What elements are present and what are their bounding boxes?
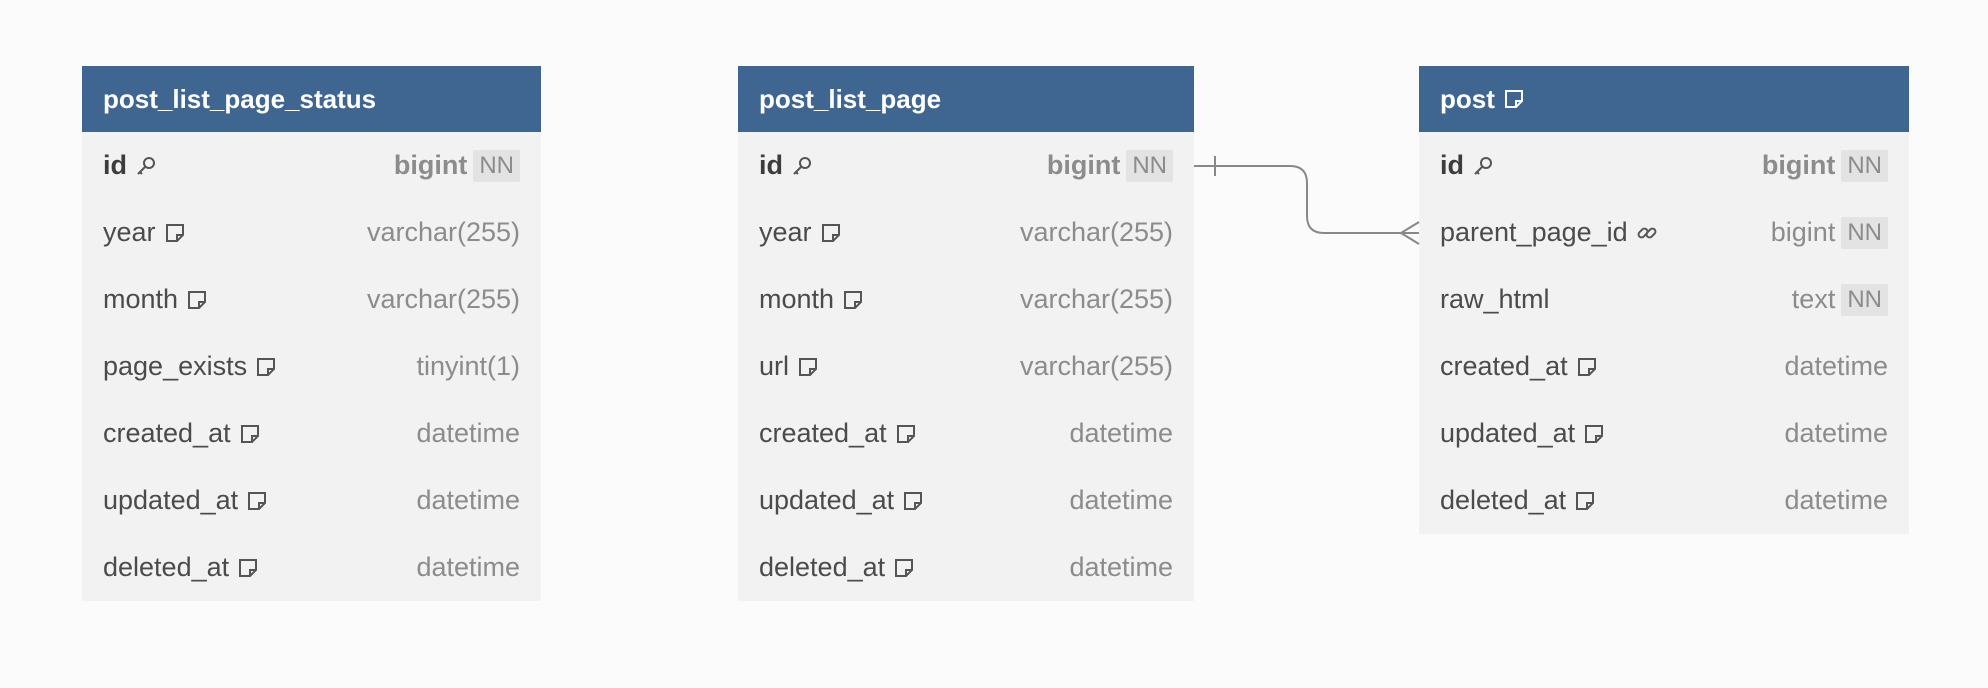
column-row[interactable]: updated_at datetime bbox=[82, 467, 541, 534]
column-type: bigint bbox=[1761, 150, 1836, 180]
column-name: year bbox=[103, 217, 156, 247]
column-row[interactable]: updated_at datetime bbox=[1419, 400, 1909, 467]
column-row[interactable]: updated_at datetime bbox=[738, 467, 1194, 534]
column-row[interactable]: year varchar(255) bbox=[738, 199, 1194, 266]
note-icon[interactable] bbox=[1574, 490, 1596, 512]
column-row[interactable]: month varchar(255) bbox=[738, 266, 1194, 333]
note-icon[interactable] bbox=[842, 289, 864, 311]
column-name: parent_page_id bbox=[1440, 217, 1628, 247]
column-row[interactable]: created_at datetime bbox=[738, 400, 1194, 467]
not-null-badge: NN bbox=[1841, 283, 1888, 316]
note-icon[interactable] bbox=[893, 557, 915, 579]
column-type: bigint bbox=[393, 150, 468, 180]
note-icon[interactable] bbox=[237, 557, 259, 579]
column-type: varchar(255) bbox=[366, 284, 520, 314]
not-null-badge: NN bbox=[473, 149, 520, 182]
table-header[interactable]: post_list_page bbox=[738, 66, 1194, 132]
column-name: deleted_at bbox=[1440, 485, 1567, 515]
column-row[interactable]: deleted_at datetime bbox=[82, 534, 541, 601]
note-icon[interactable] bbox=[895, 423, 917, 445]
column-name: updated_at bbox=[103, 485, 239, 515]
note-icon[interactable] bbox=[1583, 423, 1605, 445]
column-type: varchar(255) bbox=[366, 217, 520, 247]
column-type: datetime bbox=[416, 485, 520, 515]
column-type: datetime bbox=[416, 552, 520, 582]
column-row[interactable]: year varchar(255) bbox=[82, 199, 541, 266]
column-type: bigint bbox=[1770, 217, 1836, 247]
column-type: bigint bbox=[1046, 150, 1121, 180]
column-name: created_at bbox=[759, 418, 887, 448]
column-row[interactable]: url varchar(255) bbox=[738, 333, 1194, 400]
note-icon[interactable] bbox=[164, 222, 186, 244]
column-type: datetime bbox=[1784, 418, 1888, 448]
column-name: page_exists bbox=[103, 351, 248, 381]
column-type: datetime bbox=[1784, 351, 1888, 381]
note-icon[interactable] bbox=[239, 423, 261, 445]
column-row[interactable]: deleted_at datetime bbox=[1419, 467, 1909, 534]
column-name: id bbox=[759, 150, 783, 180]
note-icon[interactable] bbox=[255, 356, 277, 378]
link-icon bbox=[1636, 222, 1658, 244]
column-name: year bbox=[759, 217, 812, 247]
note-icon[interactable] bbox=[246, 490, 268, 512]
table-name: post bbox=[1440, 83, 1495, 114]
note-icon[interactable] bbox=[186, 289, 208, 311]
table-name: post_list_page bbox=[759, 83, 942, 114]
column-type: datetime bbox=[1069, 485, 1173, 515]
table-name: post_list_page_status bbox=[103, 83, 377, 114]
not-null-badge: NN bbox=[1841, 216, 1888, 249]
table-header[interactable]: post bbox=[1419, 66, 1909, 132]
column-type: varchar(255) bbox=[1019, 217, 1173, 247]
column-type: varchar(255) bbox=[1019, 351, 1173, 381]
column-name: id bbox=[103, 150, 127, 180]
column-name: month bbox=[103, 284, 179, 314]
not-null-badge: NN bbox=[1841, 149, 1888, 182]
note-icon[interactable] bbox=[820, 222, 842, 244]
column-type: datetime bbox=[1069, 418, 1173, 448]
column-name: raw_html bbox=[1440, 284, 1550, 314]
column-row[interactable]: created_at datetime bbox=[1419, 333, 1909, 400]
column-row[interactable]: deleted_at datetime bbox=[738, 534, 1194, 601]
note-icon[interactable] bbox=[797, 356, 819, 378]
key-icon bbox=[1472, 155, 1494, 177]
note-icon[interactable] bbox=[1503, 88, 1525, 110]
cardinality-many-marker bbox=[1399, 221, 1420, 245]
key-icon bbox=[791, 155, 813, 177]
relationship-line[interactable] bbox=[1194, 165, 1419, 234]
key-icon bbox=[135, 155, 157, 177]
not-null-badge: NN bbox=[1126, 149, 1173, 182]
column-name: url bbox=[759, 351, 790, 381]
column-type: datetime bbox=[1069, 552, 1173, 582]
note-icon[interactable] bbox=[902, 490, 924, 512]
column-name: updated_at bbox=[1440, 418, 1576, 448]
column-type: datetime bbox=[416, 418, 520, 448]
column-name: created_at bbox=[103, 418, 231, 448]
note-icon[interactable] bbox=[1576, 356, 1598, 378]
table-header[interactable]: post_list_page_status bbox=[82, 66, 541, 132]
column-type: text bbox=[1791, 284, 1836, 314]
column-name: updated_at bbox=[759, 485, 895, 515]
column-name: id bbox=[1440, 150, 1464, 180]
column-type: tinyint(1) bbox=[416, 351, 520, 381]
column-name: deleted_at bbox=[759, 552, 886, 582]
column-row[interactable]: month varchar(255) bbox=[82, 266, 541, 333]
column-row[interactable]: page_exists tinyint(1) bbox=[82, 333, 541, 400]
column-row[interactable]: created_at datetime bbox=[82, 400, 541, 467]
column-type: datetime bbox=[1784, 485, 1888, 515]
column-type: varchar(255) bbox=[1019, 284, 1173, 314]
column-name: deleted_at bbox=[103, 552, 230, 582]
column-name: created_at bbox=[1440, 351, 1568, 381]
column-name: month bbox=[759, 284, 835, 314]
